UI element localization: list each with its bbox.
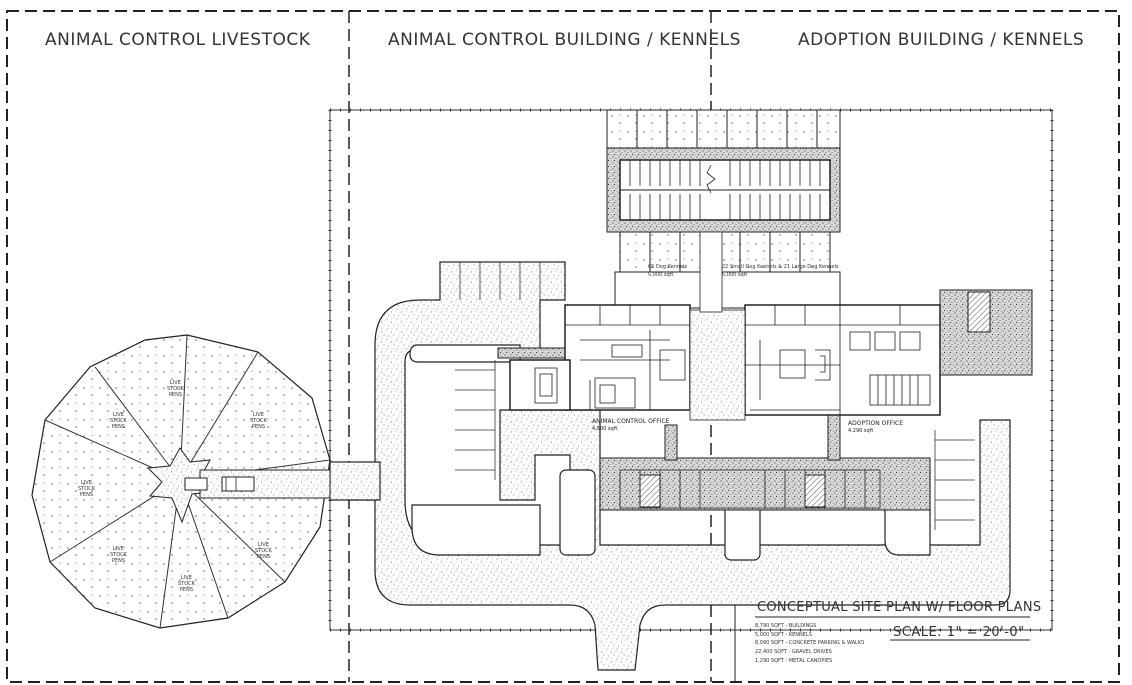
section-title-adoption: ADOPTION BUILDING / KENNELS: [798, 30, 1085, 50]
pen-label: LIVE STOCK PENS: [250, 412, 267, 430]
section-title-animal-control: ANIMAL CONTROL BUILDING / KENNELS: [388, 30, 741, 50]
pen-label: LIVE STOCK PENS: [110, 412, 127, 430]
parking-stalls-left: [440, 261, 565, 480]
metal-canopies: [639, 291, 991, 508]
livestock-drive: [199, 469, 331, 499]
drawing-border: [6, 10, 1120, 683]
kennel-label-left: 65 Dog Kennels: [648, 264, 688, 270]
parking-stalls-right: [934, 430, 975, 530]
pen-label: LIVE STOCK PENS: [178, 575, 195, 593]
kennel-label-right: 22 Small Dog Kennels & 21 Large Dog Kenn…: [722, 264, 839, 270]
pen-label: LIVE STOCK PENS: [255, 542, 272, 560]
trailer: [184, 477, 208, 491]
pen-label: LIVE STOCK PENS: [167, 380, 184, 398]
office-label-adoption: ADOPTION OFFICE: [848, 420, 903, 427]
office-area-adoption: 4,290 sqft: [848, 428, 874, 434]
gravel-drives: [329, 261, 1011, 671]
summary-line: 1,290 SQFT - METAL CANOPIES: [755, 657, 833, 664]
pen-label: LIVE STOCK PENS: [78, 480, 95, 498]
office-area-animal-control: 4,500 sqft: [592, 426, 618, 432]
gravel-courtyard: [689, 309, 746, 421]
area-summary: 8,790 SQFT - BUILDINGS 5,000 SQFT - KENN…: [755, 622, 864, 666]
title-block: [734, 605, 1030, 682]
summary-line: 8,090 SQFT - CONCRETE PARKING & WALKS: [755, 640, 865, 647]
kennel-block: [606, 109, 841, 309]
pen-label: LIVE STOCK PENS: [110, 546, 127, 564]
animal-control-building: [509, 304, 691, 411]
adoption-building: [744, 304, 941, 416]
kennel-area-left: 5,000 sqft: [648, 272, 674, 278]
plan-title: CONCEPTUAL SITE PLAN W/ FLOOR PLANS: [757, 600, 1042, 615]
kennel-area-right: 5,000 sqft: [722, 272, 748, 278]
livestock-pens: [31, 334, 331, 629]
plan-scale: SCALE: 1" = 20'-0": [893, 625, 1025, 640]
summary-line: 22,400 SQFT - GRAVEL DRIVES: [755, 649, 832, 656]
section-title-livestock: ANIMAL CONTROL LIVESTOCK: [45, 30, 311, 50]
pens-hub: [146, 447, 214, 524]
connector-walk: [699, 231, 723, 313]
office-label-animal-control: ANIMAL CONTROL OFFICE: [592, 418, 670, 425]
canopy-bays: [619, 469, 881, 509]
truck: [221, 476, 255, 492]
summary-line: 8,790 SQFT - BUILDINGS: [755, 623, 817, 629]
summary-line: 5,000 SQFT - KENNELS: [755, 631, 812, 638]
